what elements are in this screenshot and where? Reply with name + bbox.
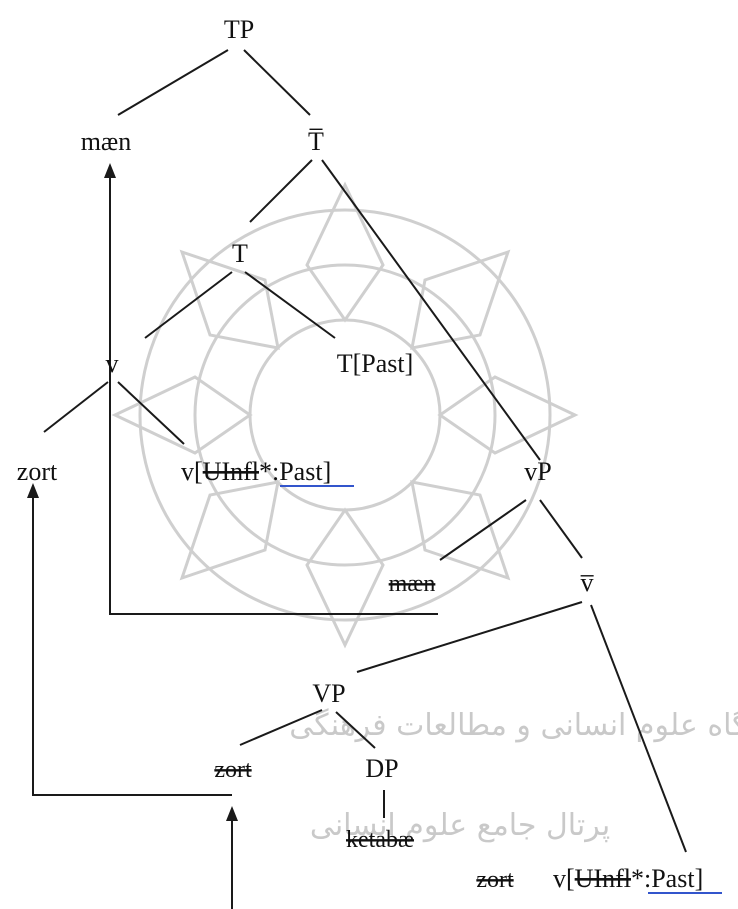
watermark-line-1: پژوهشگاه علوم انسانی و مطالعات فرهنگی <box>289 708 738 743</box>
node-tbar: T̅ <box>308 127 324 156</box>
watermark-line-2: پرتال جامع علوم انسانی <box>310 808 610 843</box>
node-maen-top: mæn <box>81 127 132 156</box>
node-v-low-prefix: v[ <box>553 864 575 893</box>
node-vp-little: vP <box>524 457 551 486</box>
branch-tp-maen <box>117 49 229 116</box>
tree-branches <box>43 49 687 853</box>
watermark <box>111 181 579 649</box>
watermark-rosette <box>111 181 579 649</box>
node-v-head: v <box>106 349 119 378</box>
node-v-mid-prefix: v[ <box>181 457 203 486</box>
movement-arrows <box>32 176 438 909</box>
node-v-low-uinfl: UInfl <box>575 864 631 893</box>
node-v-low-close: ] <box>695 864 704 893</box>
node-vp: VP <box>312 679 345 708</box>
node-zort-low: zort <box>476 867 514 893</box>
node-dp: DP <box>365 754 398 783</box>
node-v-mid-close: ] <box>323 457 332 486</box>
branch-v-vmid <box>117 381 185 445</box>
node-v-low-past: :Past <box>644 864 695 893</box>
branch-tp-tbar <box>243 49 311 116</box>
node-v-mid-past: :Past <box>272 457 323 486</box>
branch-vp-zort <box>239 709 323 746</box>
branch-vbar-vlow <box>590 604 687 853</box>
arrowhead-zort-lower-icon <box>226 806 238 821</box>
node-v-mid-uinfl: UInfl <box>203 457 259 486</box>
node-v-low: v[UInfl*:Past] <box>553 864 703 893</box>
arrow-maen-movement <box>109 176 438 615</box>
branch-vbar-vp <box>356 601 583 673</box>
node-zort-top: zort <box>17 457 58 486</box>
node-vbar: v̅ <box>580 568 594 597</box>
arrowheads <box>27 163 238 821</box>
branch-vp-dp <box>335 711 376 749</box>
branch-tbar-vp <box>321 159 541 461</box>
branch-vp-maen <box>439 499 527 561</box>
node-t: T <box>232 239 248 268</box>
node-zort-mid: zort <box>214 757 252 783</box>
arrowhead-zort-icon <box>27 483 39 498</box>
tree-nodes: TP mæn T̅ T v T[Past] zort v[UInfl*:Past… <box>17 15 722 894</box>
node-v-low-star: * <box>631 864 644 893</box>
node-tp: TP <box>224 15 254 44</box>
branch-t-v <box>144 271 233 339</box>
branch-vp-vbar <box>539 499 583 559</box>
node-v-mid-star: * <box>259 457 272 486</box>
branch-v-zort <box>43 381 109 433</box>
arrowhead-maen-icon <box>104 163 116 178</box>
node-v-mid: v[UInfl*:Past] <box>181 457 331 486</box>
node-ketabae: ketabæ <box>346 827 414 853</box>
node-maen-low: mæn <box>389 571 436 597</box>
branch-t-tpast <box>244 271 336 339</box>
node-tpast: T[Past] <box>337 349 414 378</box>
branch-tbar-t <box>249 159 313 223</box>
arrow-zort-movement <box>32 496 232 796</box>
